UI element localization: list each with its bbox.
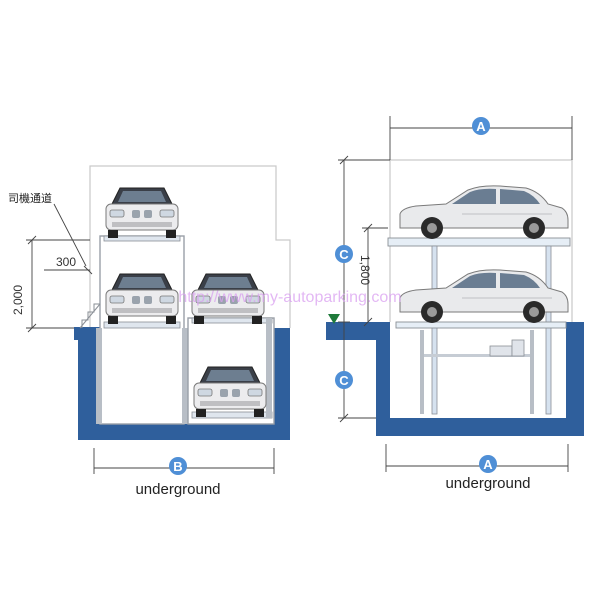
marker-a-bottom-label: A — [483, 457, 493, 472]
dim-1800-line — [362, 223, 388, 327]
lower-platform — [395, 321, 567, 329]
right-diagram: A C C — [326, 116, 584, 492]
car-side-upper — [399, 185, 569, 240]
stairs — [79, 303, 101, 329]
dim-1800-label: 1,800 — [358, 255, 372, 285]
housing-outline — [89, 165, 291, 328]
motor-unit — [489, 345, 513, 357]
marker-b — [169, 457, 187, 475]
car-front-middle — [105, 273, 179, 325]
marker-c-lower — [335, 371, 353, 389]
left-pit-wall — [74, 328, 290, 440]
right-pit-interior — [390, 322, 566, 418]
dim-300-label: 300 — [56, 255, 76, 269]
marker-b-label: B — [173, 459, 182, 474]
dim-a-bottom-line — [385, 444, 569, 472]
post-left — [431, 245, 438, 415]
dim-300-line — [44, 265, 93, 275]
car-front-underground — [193, 366, 267, 418]
left-diagram: 2,000 300 司機通道 B underground — [8, 165, 291, 498]
marker-c-upper — [335, 245, 353, 263]
watermark: http://www.my-autoparking.com — [178, 289, 401, 306]
driver-passage-leader — [53, 203, 87, 267]
car-front-top — [105, 187, 179, 239]
marker-c-lower-label: C — [339, 373, 349, 388]
left-caption: underground — [135, 481, 220, 498]
driver-passage-label: 司機通道 — [8, 191, 52, 205]
dim-2000-label: 2,000 — [11, 285, 25, 315]
marker-c-upper-label: C — [339, 247, 349, 262]
ground-level-marker — [328, 314, 340, 324]
marker-a-bottom — [479, 455, 497, 473]
upper-platform — [387, 237, 571, 247]
right-pit-wall — [326, 322, 584, 436]
marker-a-top — [472, 117, 490, 135]
car-side-lower — [399, 269, 569, 324]
dim-2000-line — [26, 235, 90, 333]
marker-a-top-label: A — [476, 119, 486, 134]
right-caption: underground — [445, 475, 530, 492]
post-right — [545, 245, 552, 415]
